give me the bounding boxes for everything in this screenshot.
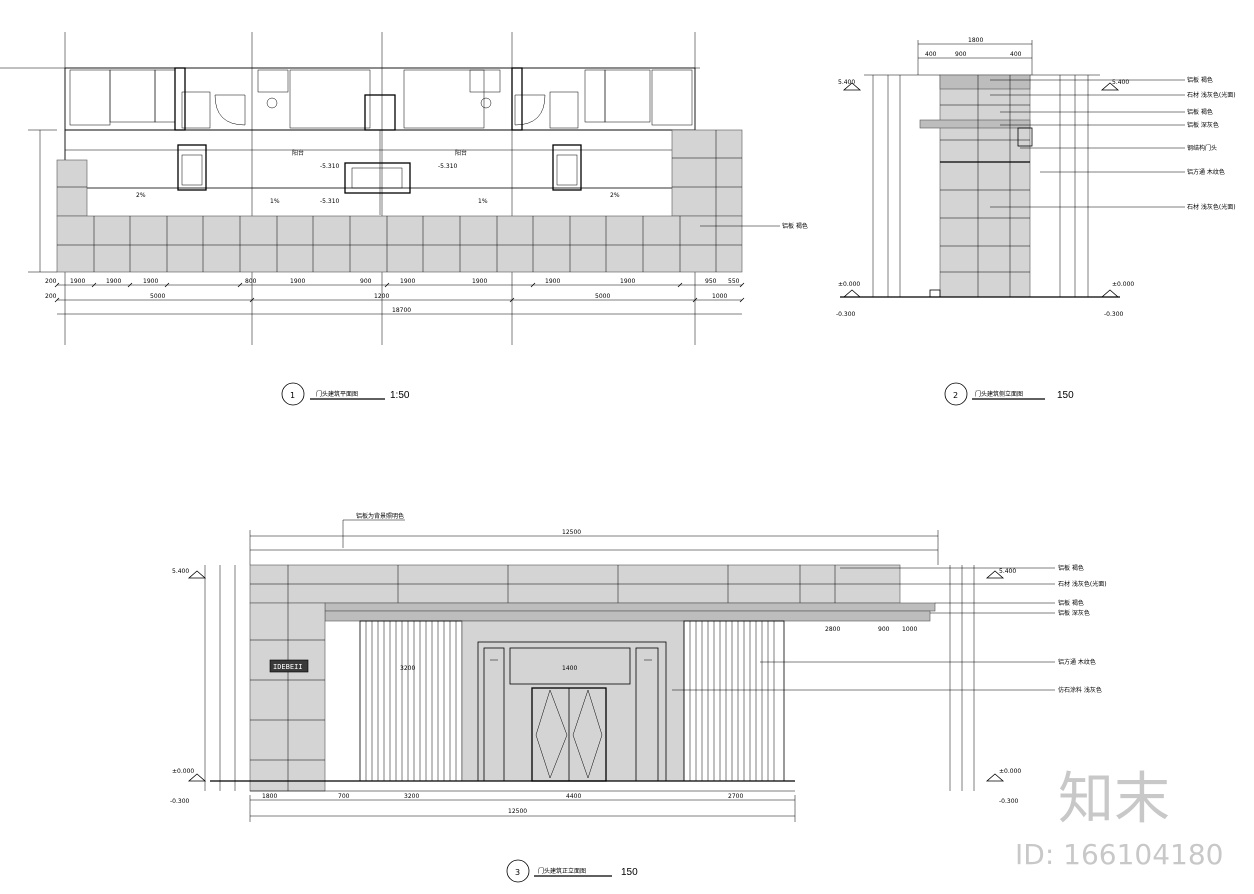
front-slats-right [689,621,775,781]
plan-dim-10: 1900 [620,278,635,285]
plan-drawing: 阳台 阳台 -5.310 -5.310 -5.310 2% 1% 1% 2% [0,32,808,406]
plan-number-circle [281,382,305,406]
front-label-5: 仿石涂料 浅灰色 [1058,686,1102,694]
plan-dim-mid-2: 1200 [374,293,389,300]
front-level-zero-left: ±0.000 [172,768,194,775]
plan-slope-1: 2% [136,192,146,199]
plan-scale: 1:50 [390,390,410,401]
plan-dim-3: 1900 [143,278,158,285]
front-level-zero-right: ±0.000 [999,768,1021,775]
front-dim-top: 12500 [562,529,581,536]
front-level-top-left: 5.400 [172,568,189,575]
plan-level-1: -5.310 [320,163,340,170]
side-level-bottom-left: -0.300 [836,311,856,318]
front-dim-inline-3: 3200 [400,665,415,672]
watermark: 知末 ID: 166104180 [1015,767,1223,871]
front-dim-total: 12500 [508,808,527,815]
plan-level-3: -5.310 [320,198,340,205]
front-level-bottom-right: -0.300 [999,798,1019,805]
plan-slope-5: 2% [610,192,620,199]
front-elevation-drawing: 铝板为背景照明色 12500 IDEBEII [170,512,1107,883]
plan-level-2: -5.310 [438,163,458,170]
front-dim-inline-1: 900 [878,626,890,633]
side-label-1: 石材 浅灰色(光面) [1187,91,1236,99]
watermark-brand: 知末 [1058,767,1170,832]
front-label-2: 铝板 褐色 [1058,599,1084,607]
front-dim-bottom-4: 2700 [728,793,743,800]
plan-number: 1 [290,391,295,400]
plan-dim-5: 1900 [290,278,305,285]
plan-dim-1: 1900 [70,278,85,285]
side-level-top-left: 5.400 [838,79,855,86]
side-label-4: 钢结构门头 [1187,144,1217,152]
front-label-3: 铝板 深灰色 [1058,609,1090,617]
plan-slope-2: 1% [270,198,280,205]
side-title: 门头建筑侧立面图 [975,390,1023,398]
plan-dim-8: 1900 [472,278,487,285]
front-top-note: 铝板为背景照明色 [356,512,404,520]
plan-dim-mid-1: 5000 [150,293,165,300]
plan-dim-mid-3: 5000 [595,293,610,300]
front-level-bottom-left: -0.300 [170,798,190,805]
plan-paving [56,129,743,273]
plan-dim-19: 550 [728,278,740,285]
side-dim-top-2: 900 [955,51,967,58]
front-slats-left [365,621,457,781]
side-dim-top-3: 400 [1010,51,1022,58]
side-scale: 150 [1057,390,1074,401]
plan-room-label-right: 阳台 [455,149,467,157]
front-number: 3 [515,868,520,877]
front-dim-inline-0: 2800 [825,626,840,633]
plan-dim-mid-0: 200 [45,293,57,300]
plan-dim-ticks [54,282,745,303]
plan-dim-6: 900 [360,278,372,285]
front-number-circle [506,859,530,883]
front-scale: 150 [621,867,638,878]
side-elevation-drawing: 1800 400 900 400 5.400 [836,37,1236,406]
side-level-bottom-right: -0.300 [1104,311,1124,318]
plan-dim-2: 1900 [106,278,121,285]
side-label-0: 铝板 褐色 [1187,76,1213,84]
plan-dim-total: 18700 [392,307,411,314]
side-number: 2 [953,391,958,400]
side-label-6: 石材 浅灰色(光面) [1187,203,1236,211]
side-dim-top-1: 400 [925,51,937,58]
watermark-id: ID: 166104180 [1015,838,1223,871]
side-label-5: 铝方通 木纹色 [1187,168,1225,176]
plan-dim-4: 800 [245,278,257,285]
front-dim-bottom-3: 4400 [566,793,581,800]
side-level-zero-left: ±0.000 [838,281,860,288]
front-dim-inline-2: 1000 [902,626,917,633]
plan-title: 门头建筑平面图 [316,390,358,398]
plan-dim-18: 950 [705,278,717,285]
front-label-0: 铝板 褐色 [1058,564,1084,572]
front-dim-bottom-0: 1800 [262,793,277,800]
plan-material-note: 铝板 褐色 [782,222,808,230]
side-level-top-right: 5.400 [1112,79,1129,86]
plan-dim-7: 1900 [400,278,415,285]
side-label-2: 铝板 褐色 [1187,108,1213,116]
side-dim-top-0: 1800 [968,37,983,44]
front-label-1: 石材 浅灰色(光面) [1058,580,1107,588]
plan-slope-4: 1% [478,198,488,205]
front-dim-bottom-2: 3200 [404,793,419,800]
side-level-zero-right: ±0.000 [1112,281,1134,288]
plan-dim-mid-4: 1000 [712,293,727,300]
front-sign-text: IDEBEII [273,663,303,671]
plan-room-label-left: 阳台 [292,149,304,157]
front-dim-inline-4: 1400 [562,665,577,672]
front-title: 门头建筑正立面图 [538,867,586,875]
plan-dim-9: 1900 [545,278,560,285]
front-label-4: 铝方通 木纹色 [1058,658,1096,666]
front-level-top-right: 5.400 [999,568,1016,575]
front-dim-bottom-1: 700 [338,793,350,800]
plan-dim-0: 200 [45,278,57,285]
side-number-circle [944,382,968,406]
side-label-3: 铝板 深灰色 [1187,121,1219,129]
